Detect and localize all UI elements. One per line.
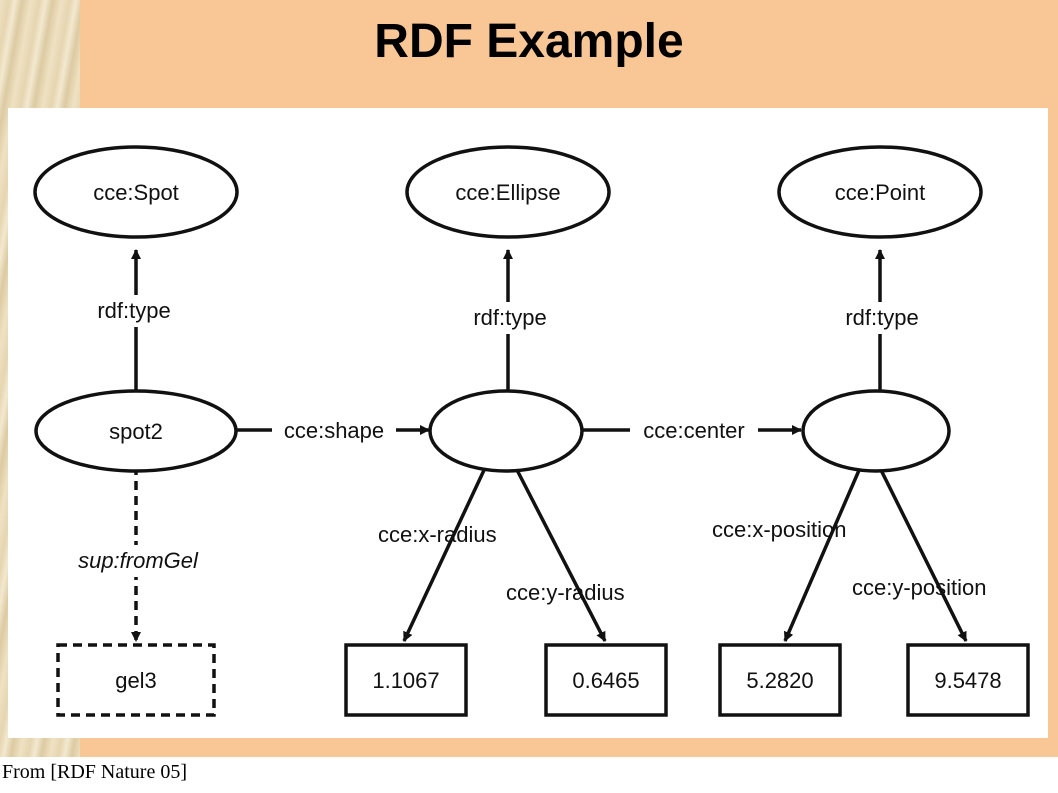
edge-x-position [783,467,862,642]
source-citation: From [RDF Nature 05] [2,761,187,783]
label-gel3: gel3 [115,668,157,693]
node-ellipse-class [405,145,611,239]
node-y-radius-value [544,643,668,717]
label-x-position-value: 5.2820 [746,668,813,693]
node-spot2 [34,389,238,473]
label-shape: cce:shape [284,418,384,443]
label-point-rdf-type: rdf:type [845,305,918,330]
node-y-position-value [906,643,1030,717]
label-ellipse-rdf-type: rdf:type [473,305,546,330]
label-spot-rdf-type: rdf:type [97,298,170,323]
label-ellipse-class: cce:Ellipse [455,180,560,205]
node-spot-class [33,145,239,239]
label-y-position: cce:y-position [852,575,987,600]
label-spot2: spot2 [109,419,163,444]
label-center: cce:center [643,418,745,443]
slide-title: RDF Example [374,15,684,68]
edge-y-radius [514,467,607,642]
label-x-radius-value: 1.1067 [372,668,439,693]
edge-y-position [878,467,968,642]
node-point-class [777,145,983,239]
label-from-gel: sup:fromGel [78,548,199,573]
node-blank-point [801,389,951,473]
node-gel3 [56,643,216,717]
footer-strip [0,757,1058,793]
edge-x-radius [402,467,487,642]
label-spot-class: cce:Spot [93,180,179,205]
label-y-position-value: 9.5478 [934,668,1001,693]
node-blank-ellipse [428,389,584,473]
label-x-radius: cce:x-radius [378,522,497,547]
label-point-class: cce:Point [835,180,926,205]
node-x-position-value [718,643,842,717]
label-x-position: cce:x-position [712,517,847,542]
node-x-radius-value [344,643,468,717]
label-y-radius-value: 0.6465 [572,668,639,693]
label-y-radius: cce:y-radius [506,580,625,605]
